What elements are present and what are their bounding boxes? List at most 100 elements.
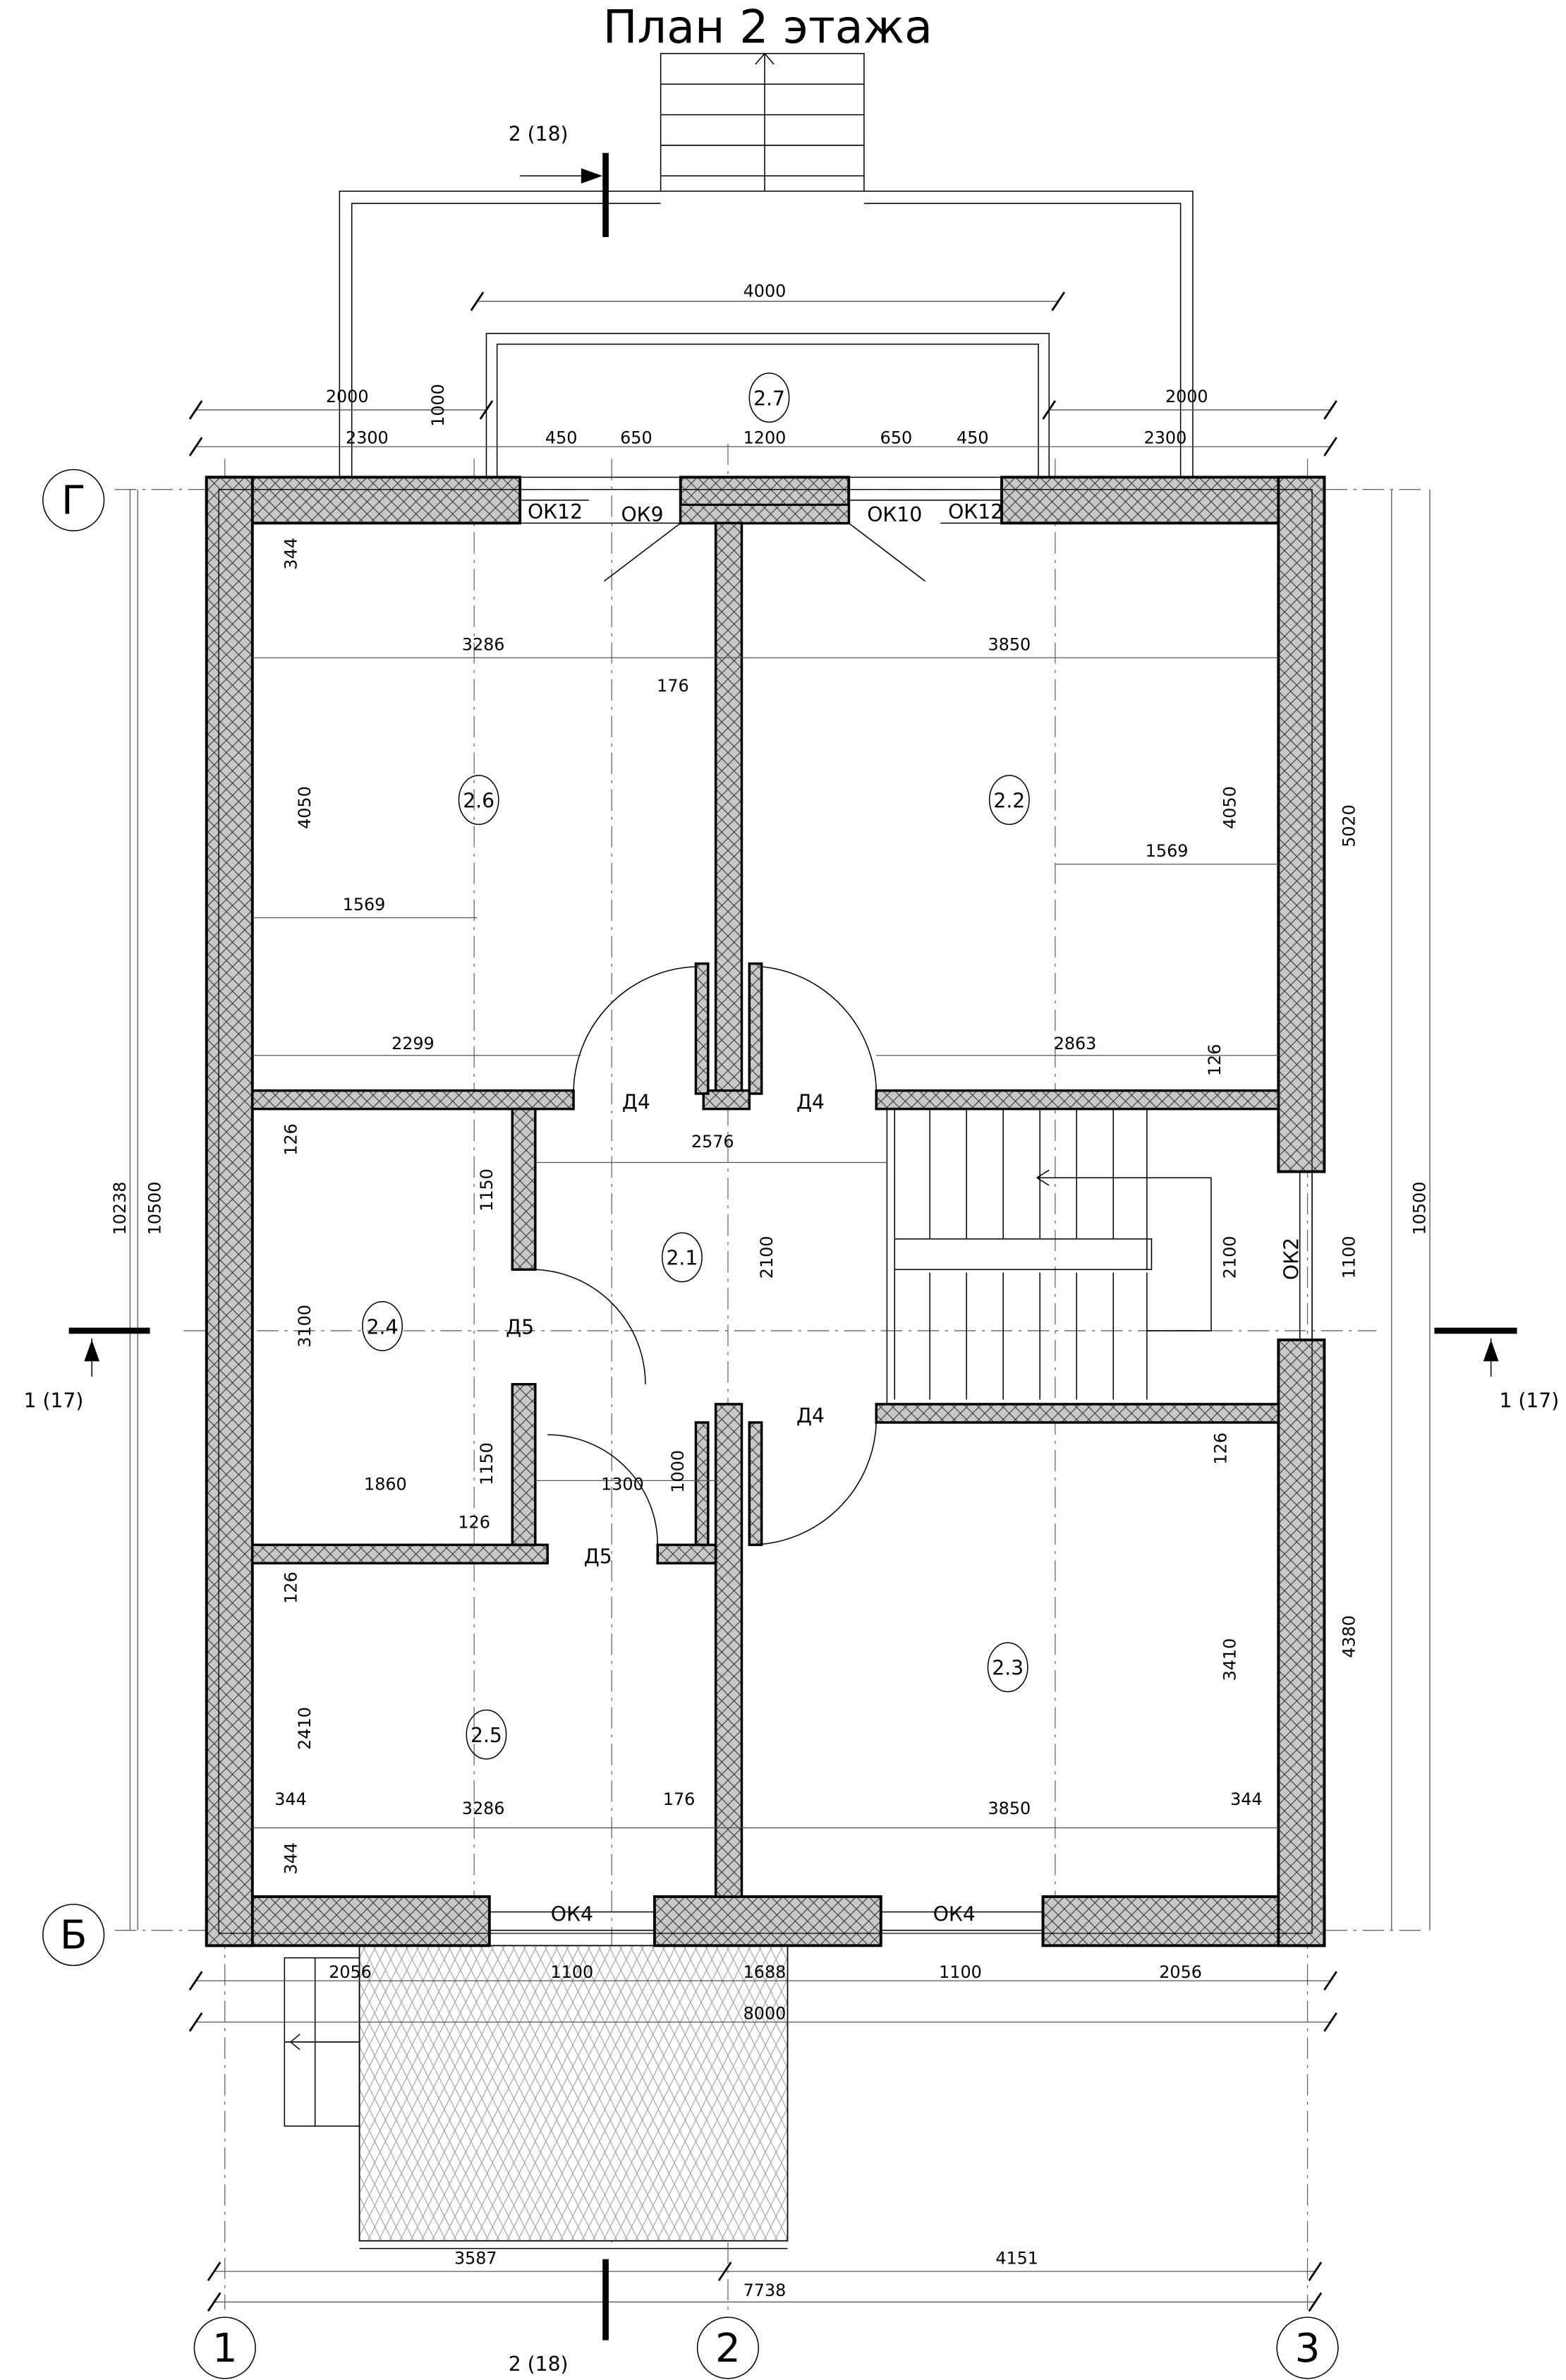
door-label: Д5: [506, 1315, 534, 1339]
axis-label-3: 3: [1295, 2326, 1321, 2372]
windows: [489, 476, 1313, 1931]
dimensions-inner: 344 3286 3850 176 4050 4050 1569 1569 22…: [274, 538, 1262, 1875]
dimension-text: 1100: [1340, 1236, 1359, 1279]
dimension-text: 1100: [551, 1962, 594, 1982]
axis-label-g: Г: [61, 478, 85, 524]
dimension-text: 10500: [1409, 1182, 1429, 1236]
dimension-text: 3587: [454, 2248, 497, 2268]
room-labels: 2.7 2.6 2.2 2.1 2.4 2.3 2.5: [362, 373, 1030, 1760]
dimension-text: 3286: [462, 634, 505, 654]
window-label: ОК12: [948, 500, 1003, 524]
dimensions-sides: 5020 1100 4380 10500 10238 10500: [110, 804, 1430, 1658]
dimension-text: 126: [458, 1513, 490, 1533]
staircase: [886, 1109, 1212, 1404]
window-label: ОК4: [933, 1903, 976, 1926]
dimension-text: 2100: [1220, 1236, 1240, 1279]
dimension-text: 176: [663, 1789, 695, 1809]
dimension-text: 3850: [988, 634, 1031, 654]
dimension-text: 1200: [743, 428, 787, 448]
room-label: 2.2: [993, 790, 1025, 813]
section-label-left: 1 (17): [24, 1389, 84, 1412]
room-label: 2.1: [667, 1247, 698, 1270]
dimension-text: 1150: [477, 1442, 497, 1485]
dimension-text: 2300: [346, 428, 389, 448]
dimension-text: 2300: [1144, 428, 1187, 448]
section-label-right: 1 (17): [1499, 1389, 1559, 1412]
dimension-text: 650: [620, 428, 652, 448]
dimension-text: 1860: [364, 1474, 407, 1494]
dimension-text: 8000: [743, 2003, 787, 2023]
dimension-text: 4050: [1220, 786, 1240, 829]
opening-labels: ОК12 ОК9 ОК10 ОК12 ОК2 ОК4 ОК4 Д4 Д4 Д4 …: [506, 500, 1303, 1926]
door-label: Д4: [796, 1091, 825, 1114]
porch: [284, 1945, 789, 2249]
dimension-text: 3850: [988, 1799, 1031, 1818]
dimension-text: 1000: [428, 384, 448, 427]
dimension-text: 2576: [691, 1132, 734, 1152]
window-label: ОК4: [551, 1903, 593, 1926]
dimension-text: 1000: [668, 1450, 688, 1493]
axis-label-2: 2: [715, 2326, 741, 2372]
dimension-text: 3286: [462, 1799, 505, 1818]
window-label: ОК9: [621, 503, 664, 526]
dimension-text: 126: [1205, 1044, 1225, 1076]
dimension-text: 2410: [295, 1707, 315, 1750]
dimension-text: 3410: [1220, 1638, 1240, 1681]
dimension-text: 126: [1211, 1432, 1231, 1464]
section-label-bottom: 2 (18): [509, 2352, 569, 2376]
dimension-text: 1300: [601, 1474, 644, 1494]
dimension-text: 10238: [110, 1182, 130, 1236]
dimension-text: 1100: [939, 1962, 982, 1982]
dimension-text: 4380: [1340, 1615, 1359, 1658]
dimension-text: 344: [274, 1789, 306, 1809]
axis-label-b: Б: [60, 1913, 87, 1959]
room-label: 2.3: [992, 1657, 1024, 1680]
axis-markers: Г Б 1 2 3: [42, 469, 1339, 2379]
door-label: Д4: [622, 1091, 650, 1114]
dimension-text: 344: [281, 1842, 301, 1874]
dimension-text: 2000: [1165, 387, 1208, 406]
section-label-top: 2 (18): [509, 122, 569, 145]
dimension-text: 2100: [757, 1236, 777, 1279]
dimension-text: 450: [545, 428, 577, 448]
dimension-text: 3100: [295, 1305, 315, 1348]
dimension-text: 1688: [743, 1962, 787, 1982]
dimension-text: 650: [880, 428, 912, 448]
interior-walls: [251, 521, 1280, 1898]
dimension-text: 2000: [326, 387, 369, 406]
section-markers: 2 (18) 2 (18) 1 (17) 1 (17): [24, 122, 1560, 2376]
room-label: 2.4: [367, 1315, 399, 1339]
window-label: ОК12: [528, 500, 583, 524]
dimension-text: 344: [1230, 1789, 1262, 1809]
door-label: Д5: [584, 1545, 612, 1568]
dimension-lines: [129, 291, 1431, 2312]
balcony: [339, 52, 1194, 478]
dimension-text: 2299: [392, 1034, 435, 1053]
dimension-text: 4000: [743, 282, 787, 301]
dimension-text: 2056: [329, 1962, 372, 1982]
drawing-title: План 2 этажа: [603, 1, 933, 54]
exterior-walls: [205, 476, 1326, 1947]
dimension-text: 2863: [1054, 1034, 1097, 1053]
dimension-text: 450: [957, 428, 988, 448]
window-label: ОК2: [1280, 1238, 1304, 1280]
dimension-text: 126: [281, 1123, 301, 1155]
door-swings: [535, 966, 877, 1546]
room-label: 2.5: [471, 1724, 502, 1747]
room-label: 2.6: [463, 790, 494, 813]
window-label: ОК10: [867, 503, 922, 526]
dimension-text: 1150: [477, 1168, 497, 1212]
axis-label-1: 1: [212, 2326, 238, 2372]
dimension-text: 344: [281, 538, 301, 569]
dimension-text: 4151: [995, 2248, 1038, 2268]
door-label: Д4: [796, 1404, 825, 1427]
dimension-text: 176: [657, 676, 688, 696]
dimension-text: 1569: [343, 895, 386, 914]
dimensions-bottom: 2056 1100 1688 1100 2056 8000 3587 4151 …: [329, 1962, 1202, 2300]
dimension-text: 4050: [295, 786, 315, 829]
dimension-text: 10500: [145, 1182, 165, 1236]
dimension-text: 1569: [1146, 841, 1189, 861]
room-label: 2.7: [753, 387, 785, 410]
dimensions-top: 4000 2000 1000 2000 2300 450 650 1200 65…: [326, 282, 1208, 448]
